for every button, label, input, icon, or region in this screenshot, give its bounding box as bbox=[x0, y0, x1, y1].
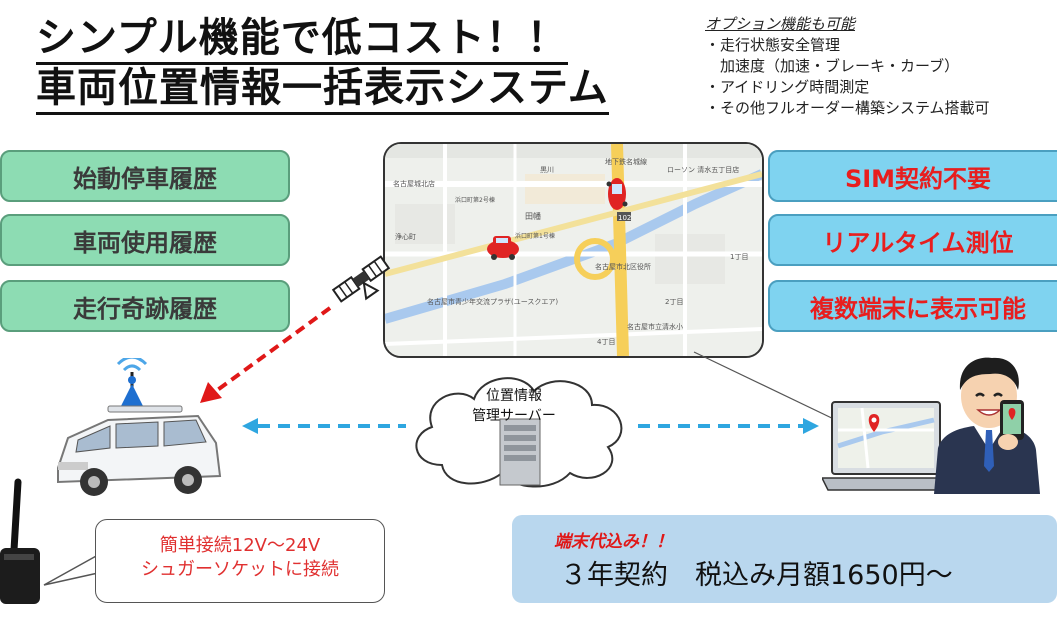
option-item: ・走行状態安全管理 bbox=[705, 36, 841, 54]
title-line1: シンプル機能で低コスト！！ bbox=[36, 14, 568, 65]
map-graphic: 102 名古屋城北店 浄心町 田幡 浜口町第2号棟 浜口町第1号棟 名古屋市北区… bbox=[385, 144, 762, 356]
feature-multi-device-display: 複数端末に表示可能 bbox=[768, 280, 1057, 332]
options-panel: オプション機能も可能 ・走行状態安全管理 加速度（加速・ブレーキ・カーブ） ・ア… bbox=[705, 14, 990, 119]
map-label: 浄心町 bbox=[395, 232, 416, 241]
map-label: 浜口町第2号棟 bbox=[455, 196, 495, 204]
map-label: 1丁目 bbox=[730, 253, 748, 261]
map-label: 名古屋市北区役所 bbox=[595, 262, 651, 271]
option-item: ・アイドリング時間測定 bbox=[705, 78, 870, 96]
map-label: 名古屋市青少年交流プラザ(ユースクエア) bbox=[427, 297, 558, 306]
data-arrow-left bbox=[242, 418, 406, 434]
server-label-line1: 位置情報 bbox=[486, 388, 542, 404]
gps-signal-arrow bbox=[200, 306, 332, 403]
map-connector-line bbox=[693, 351, 841, 423]
map-label: 2丁目 bbox=[665, 298, 683, 306]
map-label: ローソン 清水五丁目店 bbox=[667, 165, 739, 174]
map-label: 名古屋市立清水小 bbox=[627, 322, 683, 331]
price-box: 端末代込み！！ ３年契約 税込み月額1650円〜 bbox=[512, 515, 1057, 603]
map-screenshot: 102 名古屋城北店 浄心町 田幡 浜口町第2号棟 浜口町第1号棟 名古屋市北区… bbox=[383, 142, 764, 358]
vehicle-icon bbox=[57, 358, 222, 496]
feature-driving-track-history: 走行奇跡履歴 bbox=[0, 280, 290, 332]
feature-start-stop-history: 始動停車履歴 bbox=[0, 150, 290, 202]
server-label: 位置情報 管理サーバー bbox=[454, 386, 574, 426]
option-item: ・その他フルオーダー構築システム搭載可 bbox=[705, 99, 990, 117]
callout-line1: 簡単接続12V〜24V bbox=[159, 535, 321, 556]
map-label: 浜口町第1号棟 bbox=[515, 232, 555, 240]
feature-vehicle-usage-history: 車両使用履歴 bbox=[0, 214, 290, 266]
option-item: 加速度（加速・ブレーキ・カーブ） bbox=[705, 57, 960, 75]
feature-realtime-positioning: リアルタイム測位 bbox=[768, 214, 1057, 266]
callout-line2: シュガーソケットに接続 bbox=[141, 559, 339, 580]
satellite-icon bbox=[331, 255, 391, 303]
gps-device-icon bbox=[0, 478, 40, 604]
data-arrow-right bbox=[638, 418, 819, 434]
server-label-line2: 管理サーバー bbox=[472, 408, 556, 424]
price-text: ３年契約 税込み月額1650円〜 bbox=[560, 560, 953, 591]
car-marker-icon bbox=[606, 178, 628, 210]
map-label: 黒川 bbox=[540, 166, 554, 174]
road-badge: 102 bbox=[618, 214, 631, 222]
callout-pointer bbox=[43, 554, 99, 586]
title-line2: 車両位置情報一括表示システム bbox=[36, 64, 609, 115]
options-heading: オプション機能も可能 bbox=[705, 15, 856, 33]
businessman-icon bbox=[934, 357, 1040, 494]
laptop-map-icon bbox=[822, 401, 952, 491]
cloud-server-icon bbox=[415, 377, 623, 488]
map-label: 地下鉄名城線 bbox=[605, 157, 647, 166]
price-label: 端末代込み！！ bbox=[554, 532, 673, 552]
map-label: 田幡 bbox=[525, 211, 541, 221]
map-label: 4丁目 bbox=[597, 338, 615, 346]
feature-no-sim-contract: SIM契約不要 bbox=[768, 150, 1057, 202]
map-label: 名古屋城北店 bbox=[393, 179, 435, 188]
connection-callout: 簡単接続12V〜24V シュガーソケットに接続 bbox=[95, 519, 385, 603]
car-marker-icon bbox=[487, 236, 519, 260]
